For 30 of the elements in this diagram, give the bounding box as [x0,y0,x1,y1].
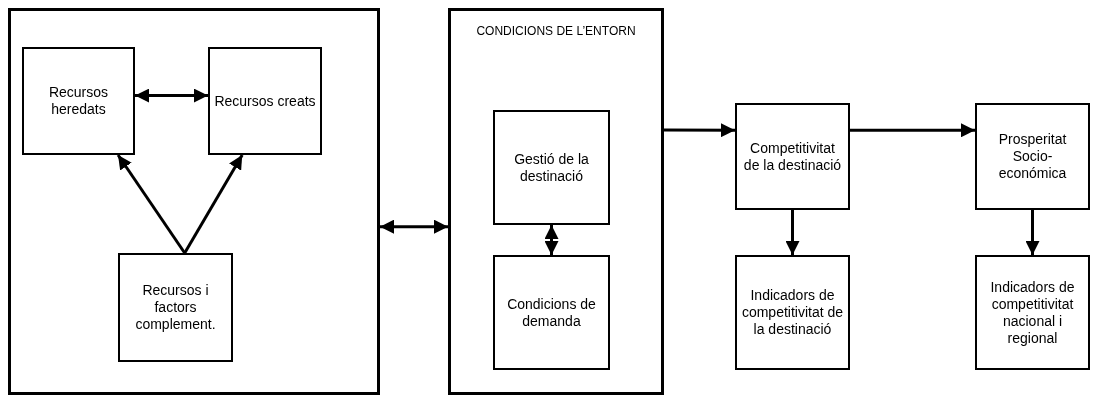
process-box [208,47,322,155]
box-label: Condicions de demanda [506,295,597,330]
process-box [493,110,610,225]
box-label: Recursos heredats [47,84,110,118]
process-box [735,255,850,370]
group-box [8,8,380,395]
process-box [975,255,1090,370]
box-label: Prosperitat Socio-económica [997,131,1068,182]
box-label: Indicadors de competitivitat de la destinació [740,287,845,338]
process-box [118,253,233,362]
arrow [785,210,800,255]
box-label: Recursos creats [213,92,317,110]
process-box [22,47,135,155]
group-box [448,8,664,395]
box-label: Recursos i factors complement. [134,282,217,333]
process-box [493,255,610,370]
arrow [116,154,186,254]
arrow [544,225,559,255]
box-label: Competitivitat de la destinació [742,139,843,174]
arrow [850,123,975,138]
arrow [380,219,448,234]
arrow [1025,210,1040,255]
group-heading: CONDICIONS DE L’ENTORN [475,23,637,39]
process-box [975,103,1090,210]
box-label: Indicadors de competitivitat nacional i regional [989,278,1076,347]
box-label: Gestió de la destinació [513,150,590,185]
arrow [135,88,208,103]
arrow [664,123,735,138]
process-box [735,103,850,210]
arrow [183,154,244,254]
